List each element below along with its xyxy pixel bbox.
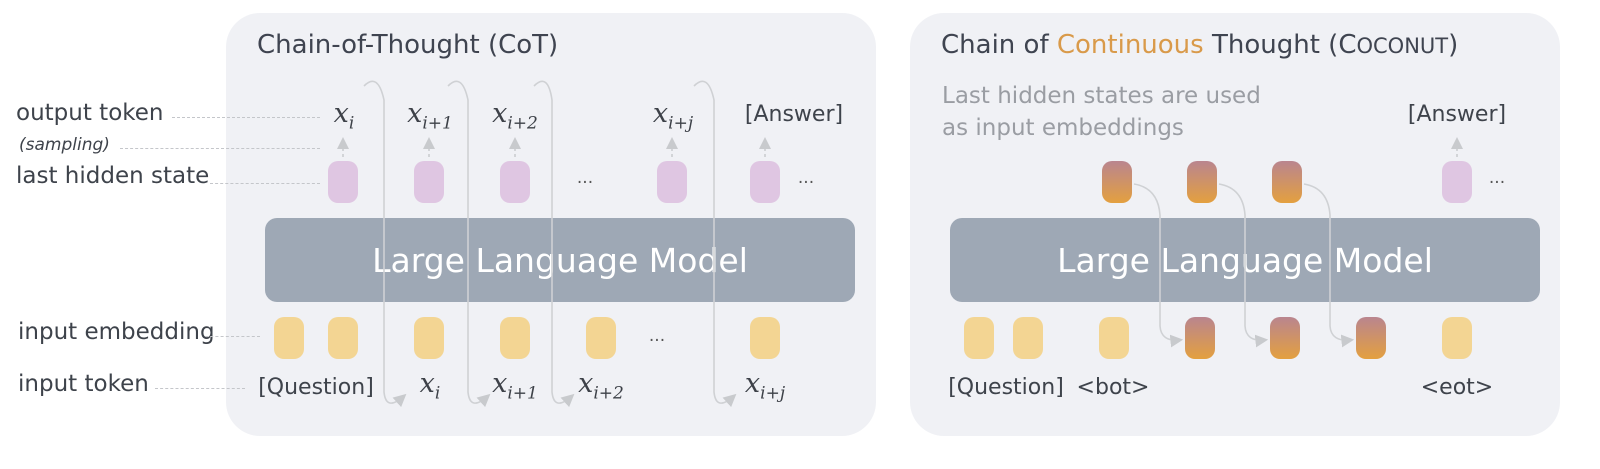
- coconut-caption-line2: as input embeddings: [942, 115, 1184, 141]
- cot-output-x-i2: xi+2: [492, 98, 538, 133]
- label-input-embedding: input embedding: [18, 319, 215, 345]
- coconut-input-bot: <bot>: [1076, 375, 1150, 400]
- feedback-loop: [363, 80, 407, 408]
- var-x: x: [744, 368, 761, 399]
- continuous-link: [1133, 183, 1184, 348]
- cot-output-answer: [Answer]: [744, 102, 844, 127]
- coconut-input-embedding: [964, 317, 994, 359]
- leader-hidden-state: [210, 183, 320, 184]
- cot-output-x-ij: xi+j: [653, 98, 693, 133]
- cot-input-embedding: [500, 317, 530, 359]
- subscript: i+j: [668, 113, 694, 134]
- subscript: i: [434, 383, 441, 404]
- coconut-caption: Last hidden states are used as input emb…: [942, 80, 1261, 144]
- coconut-input-eot: <eot>: [1420, 375, 1494, 400]
- cot-input-embedding: [328, 317, 358, 359]
- feedback-loop: [447, 80, 491, 408]
- label-last-hidden-state: last hidden state: [16, 163, 210, 189]
- cot-hidden-state: [500, 161, 530, 203]
- cot-input-embedding: [586, 317, 616, 359]
- cot-hidden-state: [328, 161, 358, 203]
- leader-sampling: [120, 148, 320, 149]
- leader-output-token: [172, 117, 320, 118]
- subscript: i+2: [593, 383, 624, 404]
- coconut-continuous-thought: [1187, 161, 1217, 203]
- var-x: x: [492, 98, 508, 129]
- cot-input-embedding: [414, 317, 444, 359]
- coconut-title-part2: Thought (C: [1203, 30, 1357, 60]
- coconut-continuous-input: [1185, 317, 1215, 359]
- cot-hidden-state: [750, 161, 780, 203]
- continuous-link: [1303, 183, 1355, 348]
- coconut-output-answer: [Answer]: [1407, 102, 1507, 127]
- continuous-link: [1218, 183, 1269, 348]
- coconut-continuous-input: [1270, 317, 1300, 359]
- coconut-continuous-thought: [1272, 161, 1302, 203]
- var-x: x: [407, 98, 423, 129]
- cot-input-embedding-ellipsis: ...: [648, 326, 666, 346]
- feedback-loop: [533, 80, 575, 408]
- cot-input-embedding: [750, 317, 780, 359]
- coconut-hidden-ellipsis: ...: [1488, 168, 1506, 188]
- cot-input-x-i2: xi+2: [578, 368, 624, 403]
- coconut-title-accent: Continuous: [1056, 30, 1204, 60]
- cot-input-x-ij: xi+j: [745, 368, 785, 403]
- subscript: i: [348, 113, 355, 134]
- cot-output-x-i: xi: [334, 98, 355, 133]
- coconut-input-question: [Question]: [948, 375, 1064, 400]
- cot-input-question: [Question]: [258, 375, 374, 400]
- coconut-hidden-state: [1442, 161, 1472, 203]
- subscript: i+j: [760, 383, 786, 404]
- coconut-title-smallcaps: OCONUT: [1356, 34, 1449, 58]
- var-x: x: [333, 98, 349, 129]
- coconut-input-embedding: [1013, 317, 1043, 359]
- cot-hidden-state: [657, 161, 687, 203]
- coconut-title-part1: Chain of: [941, 30, 1057, 60]
- cot-title: Chain-of-Thought (CoT): [257, 30, 559, 60]
- subscript: i+2: [507, 113, 538, 134]
- coconut-input-embedding: [1442, 317, 1472, 359]
- var-x: x: [652, 98, 669, 129]
- leader-input-embedding: [205, 336, 260, 337]
- coconut-caption-line1: Last hidden states are used: [942, 83, 1261, 109]
- cot-llm-block: Large Language Model: [265, 218, 855, 302]
- label-sampling: (sampling): [19, 135, 110, 155]
- coconut-continuous-input: [1356, 317, 1386, 359]
- cot-output-x-i1: xi+1: [407, 98, 453, 133]
- coconut-continuous-thought: [1102, 161, 1132, 203]
- cot-hidden-state: [414, 161, 444, 203]
- cot-hidden-ellipsis-end: ...: [797, 168, 815, 188]
- var-x: x: [492, 368, 508, 399]
- cot-input-embedding: [274, 317, 304, 359]
- cot-input-x-i1: xi+1: [492, 368, 538, 403]
- subscript: i+1: [507, 383, 538, 404]
- coconut-title-part3: ): [1448, 30, 1459, 60]
- leader-input-token: [155, 388, 245, 389]
- cot-hidden-ellipsis: ...: [576, 168, 594, 188]
- label-input-token: input token: [18, 371, 149, 397]
- subscript: i+1: [422, 113, 453, 134]
- var-x: x: [419, 368, 435, 399]
- var-x: x: [578, 368, 594, 399]
- feedback-loop: [693, 80, 737, 408]
- label-output-token: output token: [16, 100, 164, 126]
- coconut-title: Chain of Continuous Thought (COCONUT): [941, 30, 1458, 60]
- coconut-input-embedding: [1099, 317, 1129, 359]
- cot-input-x-i: xi: [420, 368, 441, 403]
